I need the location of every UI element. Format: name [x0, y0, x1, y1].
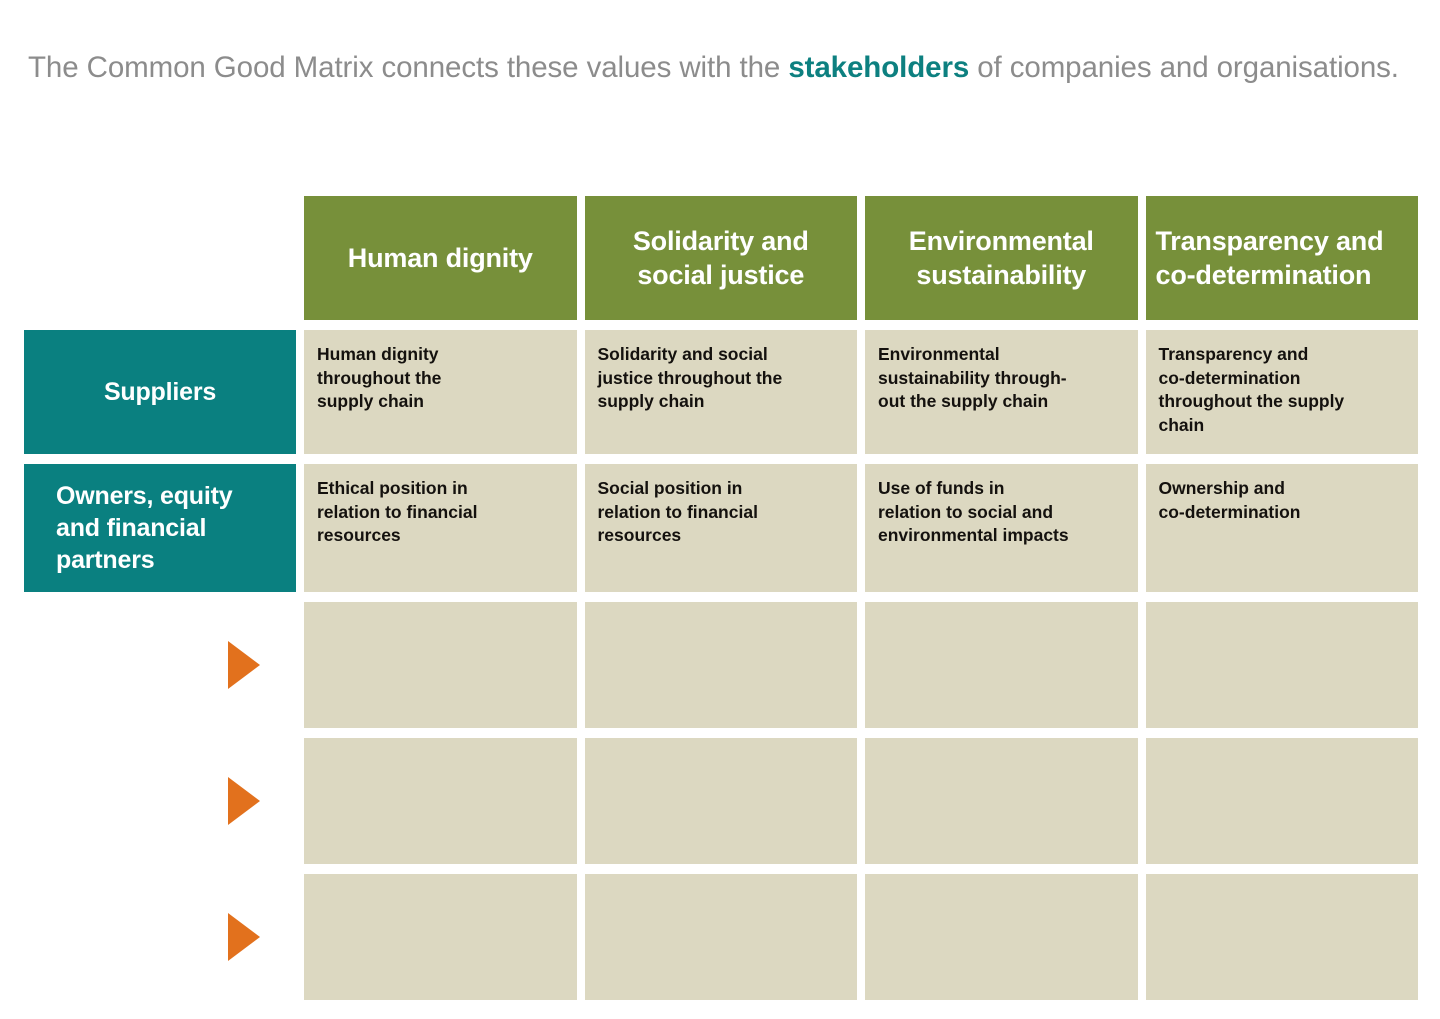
row-label-owners-wrapper: Owners, equity and financial partners [24, 464, 296, 592]
cell-empty[interactable] [1145, 602, 1418, 728]
cell-empty[interactable] [1145, 874, 1418, 1000]
matrix-row-owners: Owners, equity and financial partners Et… [24, 464, 1418, 592]
matrix-row-suppliers: Suppliers Human dignity throughout the s… [24, 330, 1418, 454]
column-header-transparency-co-determination[interactable]: Transparency and co-determination [1145, 196, 1418, 320]
triangle-right-icon [228, 641, 260, 689]
row-label-suppliers-wrapper: Suppliers [24, 330, 296, 454]
row-label-owners[interactable]: Owners, equity and financial partners [24, 464, 296, 592]
cell-empty[interactable] [304, 738, 577, 864]
cell-suppliers-human-dignity[interactable]: Human dignity throughout the supply chai… [304, 330, 577, 454]
row-marker-wrapper [24, 602, 296, 728]
matrix-header-row: Human dignity Solidarity and social just… [24, 196, 1418, 320]
row-marker-wrapper [24, 874, 296, 1000]
triangle-right-icon [228, 777, 260, 825]
matrix-empty-row [24, 874, 1418, 1000]
intro-text-part2: of companies and organisations. [969, 50, 1399, 84]
cell-empty[interactable] [865, 874, 1138, 1000]
intro-text-part1: The Common Good Matrix connects these va… [28, 50, 789, 84]
cell-empty[interactable] [584, 738, 857, 864]
stakeholders-highlight: stakeholders [788, 50, 970, 84]
cell-empty[interactable] [304, 602, 577, 728]
matrix-empty-row [24, 602, 1418, 728]
row-label-suppliers[interactable]: Suppliers [24, 330, 296, 454]
cell-empty[interactable] [304, 874, 577, 1000]
common-good-matrix: Human dignity Solidarity and social just… [24, 196, 1418, 1000]
column-header-environmental-sustainability[interactable]: Environmental sustainability [865, 196, 1138, 320]
cell-empty[interactable] [865, 602, 1138, 728]
cell-owners-human-dignity[interactable]: Ethical position in relation to financia… [304, 464, 577, 592]
cell-owners-solidarity-social-justice[interactable]: Social position in relation to financial… [584, 464, 857, 592]
cell-empty[interactable] [1145, 738, 1418, 864]
triangle-right-icon [228, 913, 260, 961]
cell-owners-environmental-sustainability[interactable]: Use of funds in relation to social and e… [865, 464, 1138, 592]
row-marker-wrapper [24, 738, 296, 864]
cell-empty[interactable] [584, 874, 857, 1000]
cell-suppliers-transparency-co-determination[interactable]: Transparency and co-determination throug… [1145, 330, 1418, 454]
cell-empty[interactable] [865, 738, 1138, 864]
column-header-human-dignity[interactable]: Human dignity [304, 196, 577, 320]
matrix-empty-row [24, 738, 1418, 864]
intro-paragraph: The Common Good Matrix connects these va… [28, 48, 1418, 88]
cell-owners-transparency-co-determination[interactable]: Ownership and co-determination [1145, 464, 1418, 592]
header-corner-spacer [24, 196, 296, 320]
column-header-solidarity-social-justice[interactable]: Solidarity and social justice [584, 196, 857, 320]
cell-suppliers-solidarity-social-justice[interactable]: Solidarity and social justice throughout… [584, 330, 857, 454]
cell-empty[interactable] [584, 602, 857, 728]
cell-suppliers-environmental-sustainability[interactable]: Environmental sustainability through- ou… [865, 330, 1138, 454]
